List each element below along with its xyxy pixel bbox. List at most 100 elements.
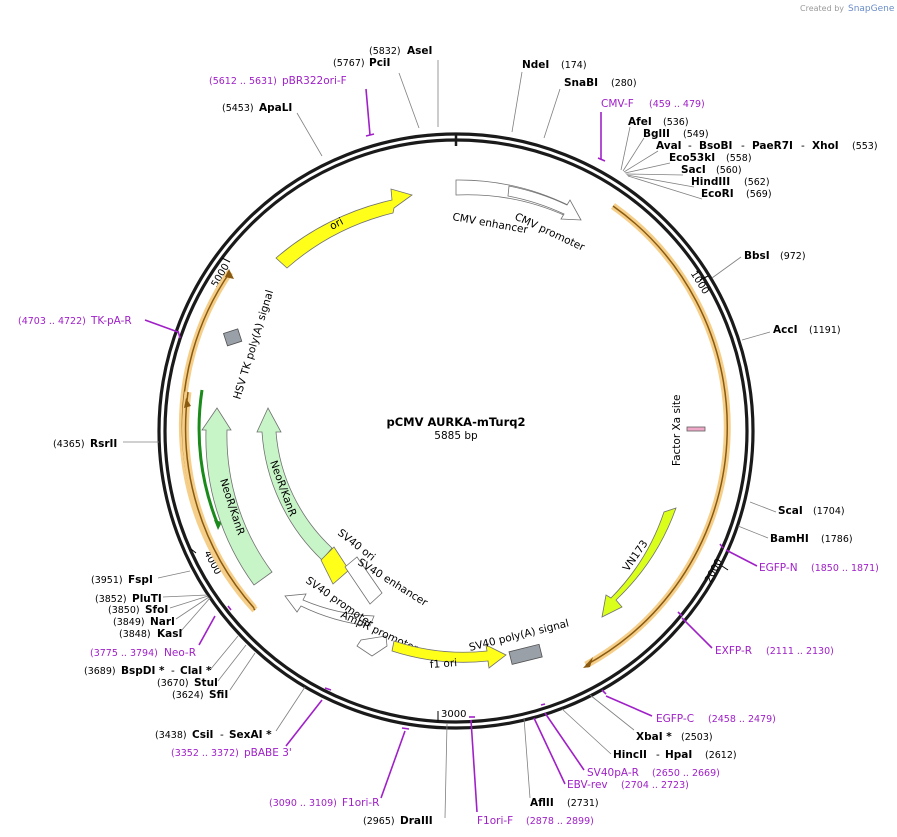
tick-5000 bbox=[221, 257, 231, 263]
site-pos-rsrii: (4365) bbox=[53, 439, 85, 450]
ampr-promoter-feature[interactable] bbox=[356, 635, 388, 657]
site-pos-nari: (3849) bbox=[113, 617, 145, 628]
site-afei: AfeI bbox=[628, 116, 652, 128]
site-pos-aflii: (2731) bbox=[567, 798, 599, 809]
sv40-polya-label: SV40 poly(A) signal bbox=[468, 617, 570, 653]
site-avai-sep1: - bbox=[688, 140, 692, 152]
plasmid-size: 5885 bp bbox=[434, 430, 478, 442]
site-pos-fspi: (3951) bbox=[91, 575, 123, 586]
insert-band-aurka-core bbox=[585, 205, 728, 666]
site-apali: ApaLI bbox=[259, 102, 292, 114]
site-avai-sep2: - bbox=[741, 140, 745, 152]
site-acci: AccI bbox=[773, 324, 797, 336]
tick-1000 bbox=[699, 275, 709, 281]
primer-range-pbabe3: (3352 .. 3372) bbox=[171, 748, 239, 759]
site-pos-bamhi: (1786) bbox=[821, 534, 853, 545]
sv40-polya-feature[interactable] bbox=[508, 643, 543, 665]
site-pos-ecori: (569) bbox=[746, 189, 772, 200]
primer-f1ori-r: F1ori-R bbox=[342, 797, 379, 809]
sv40-promoter-feature[interactable] bbox=[284, 593, 375, 627]
neor-inner-feature[interactable] bbox=[256, 407, 333, 561]
ori-feature[interactable] bbox=[275, 188, 413, 269]
primer-egfp-c: EGFP-C bbox=[656, 713, 694, 725]
site-hindiii: HindIII bbox=[691, 176, 730, 188]
site-pos-sfii: (3624) bbox=[172, 690, 204, 701]
primer-egfp-n: EGFP-N bbox=[759, 562, 798, 574]
tick-label-3000: 3000 bbox=[441, 709, 466, 720]
site-ndei: NdeI bbox=[522, 59, 549, 71]
primer-cmv-f: CMV-F bbox=[601, 98, 634, 110]
site-pos-pluti: (3852) bbox=[95, 594, 127, 605]
site-pos-sfoi: (3850) bbox=[108, 605, 140, 616]
site-xhoi: XhoI bbox=[812, 140, 839, 152]
site-pos-bspdi: (3689) bbox=[84, 666, 116, 677]
primer-range-egfp-n: (1850 .. 1871) bbox=[811, 563, 879, 574]
sv40-enhancer-feature[interactable] bbox=[344, 556, 383, 605]
site-pos-bbsi: (972) bbox=[780, 251, 806, 262]
vn173-feature[interactable] bbox=[601, 507, 677, 618]
site-pos-afei: (536) bbox=[663, 117, 689, 128]
primer-tk-pa-r: TK-pA-R bbox=[90, 315, 132, 327]
site-pos-acci: (1191) bbox=[809, 325, 841, 336]
tick-label-2000: 2000 bbox=[703, 557, 725, 585]
factor-xa-feature[interactable] bbox=[686, 426, 706, 432]
site-snabi: SnaBI bbox=[564, 77, 598, 89]
site-eco53ki: Eco53kI bbox=[669, 152, 715, 164]
site-pos-stui: (3670) bbox=[157, 678, 189, 689]
site-asei: AseI bbox=[407, 45, 432, 57]
tick-4000 bbox=[190, 548, 197, 554]
site-hpai: HpaI bbox=[665, 749, 692, 761]
site-pos-saci: (560) bbox=[716, 165, 742, 176]
f1-ori-label: f1 ori bbox=[429, 657, 457, 671]
green-band-arrowhead bbox=[214, 520, 222, 530]
primer-sv40pa-r: SV40pA-R bbox=[587, 767, 639, 779]
hsv-tk-polya-feature[interactable] bbox=[222, 328, 243, 347]
site-avai-sep3: - bbox=[801, 140, 805, 152]
site-fspi: FspI bbox=[128, 574, 153, 586]
site-scai: ScaI bbox=[778, 505, 803, 517]
primer-exfp-r: EXFP-R bbox=[715, 645, 752, 657]
site-bamhi: BamHI bbox=[770, 533, 809, 545]
site-paer7i: PaeR7I bbox=[752, 140, 793, 152]
site-hincii-sep: - bbox=[656, 749, 660, 761]
f1-ori-feature[interactable] bbox=[391, 640, 507, 669]
site-bbsi: BbsI bbox=[744, 250, 770, 262]
site-avai: AvaI bbox=[656, 140, 682, 152]
site-pcii: PciI bbox=[369, 57, 390, 69]
primer-range-sv40pa-r: (2650 .. 2669) bbox=[652, 768, 720, 779]
primer-range-f1ori-f: (2878 .. 2899) bbox=[526, 816, 594, 827]
site-pos-csii: (3438) bbox=[155, 730, 187, 741]
site-hincii: HincII bbox=[613, 749, 647, 761]
hsv-tk-label: HSV TK poly(A) signal bbox=[231, 289, 276, 401]
site-ecori: EcoRI bbox=[701, 188, 734, 200]
primer-range-cmv-f: (459 .. 479) bbox=[649, 99, 705, 110]
site-bspdi-sep: - bbox=[171, 665, 175, 677]
neor-outer-feature[interactable] bbox=[201, 407, 273, 586]
primer-range-f1ori-r: (3090 .. 3109) bbox=[269, 798, 337, 809]
green-band bbox=[197, 389, 220, 526]
site-pos-xbai: (2503) bbox=[681, 732, 713, 743]
primer-range-ebv-rev: (2704 .. 2723) bbox=[621, 780, 689, 791]
site-stui: StuI bbox=[194, 677, 218, 689]
primer-range-tk-pa-r: (4703 .. 4722) bbox=[18, 316, 86, 327]
site-kasi: KasI bbox=[157, 628, 182, 640]
cmv-promoter-feature[interactable] bbox=[507, 185, 582, 221]
plasmid-name: pCMV AURKA-mTurq2 bbox=[387, 415, 526, 429]
site-xbai: XbaI * bbox=[636, 731, 672, 743]
site-leader-lines bbox=[123, 60, 777, 819]
primer-neo-r: Neo-R bbox=[164, 647, 196, 659]
site-draiii: DraIII bbox=[400, 815, 433, 827]
site-aflii: AflII bbox=[530, 797, 554, 809]
site-bspdi: BspDI * bbox=[121, 665, 165, 677]
site-bsobi: BsoBI bbox=[699, 140, 732, 152]
site-pluti: PluTI bbox=[132, 593, 162, 605]
primer-ebv-rev: EBV-rev bbox=[567, 779, 608, 791]
site-csii: CsiI bbox=[192, 729, 213, 741]
site-pos-apali: (5453) bbox=[222, 103, 254, 114]
watermark-prefix: Created by bbox=[800, 4, 844, 13]
site-pos-bglii: (549) bbox=[683, 129, 709, 140]
site-pos-avai: (553) bbox=[852, 141, 878, 152]
cmv-enhancer-feature[interactable] bbox=[455, 179, 571, 217]
